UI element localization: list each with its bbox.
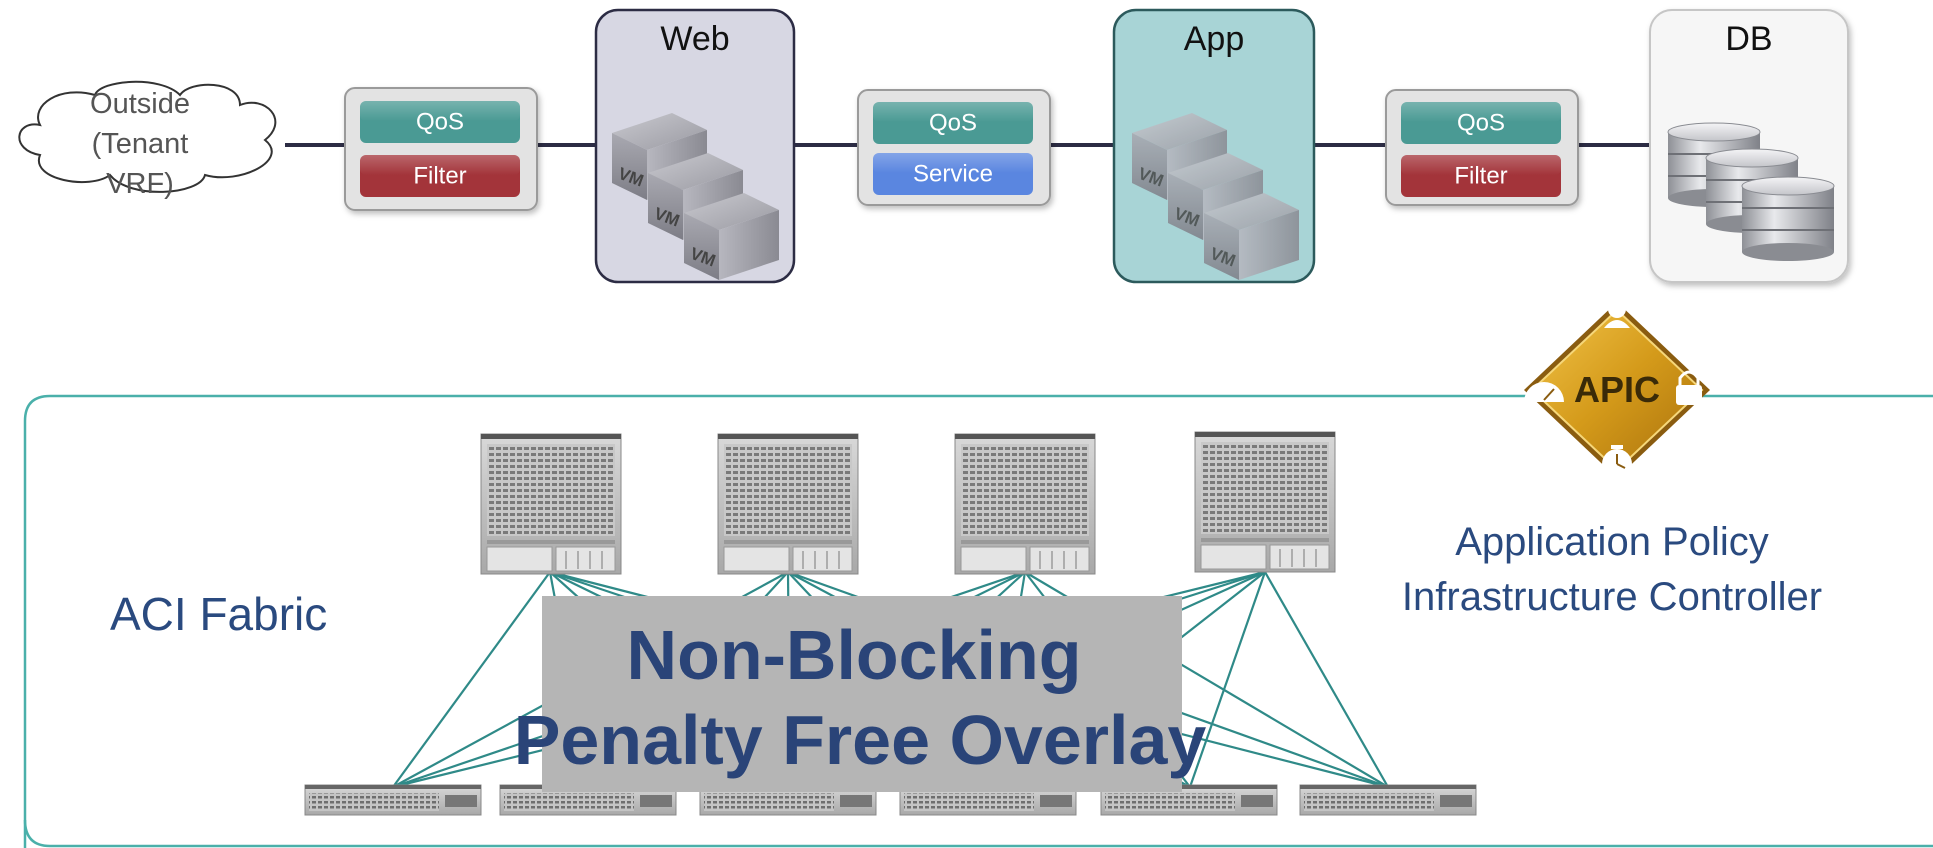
leaf-switch [304,784,482,816]
policy-box-web-ingress: QoS Filter [344,87,538,211]
db-tier: DB [1649,9,1849,283]
spine-switches [480,431,1336,575]
clock-icon [1602,445,1632,479]
web-tier-label: Web [660,20,729,58]
database-icon [1667,122,1835,261]
vm-stack-app: VM VM VM [1132,113,1299,280]
leaf-switch [1299,784,1477,816]
aci-fabric-label: ACI Fabric [110,588,327,640]
apic-label: APIC [1574,369,1660,410]
spine-switch [480,433,622,575]
policy-box-db-ingress: QoS Filter [1385,89,1579,206]
filter-label: Filter [1454,163,1507,190]
apic-badge: APIC [1524,300,1710,479]
outside-cloud: Outside (Tenant VRF) [18,80,277,200]
apic-description-line-2: Infrastructure Controller [1402,575,1822,619]
vm-stack-web: VM VM VM [612,113,779,280]
service-label: Service [913,161,993,188]
qos-label: QoS [929,110,977,137]
overlay-title-line-1: Non-Blocking [627,616,1082,694]
db-tier-label: DB [1725,20,1772,58]
web-tier: Web VM VM VM [594,8,796,284]
outside-label-line-1: Outside [90,88,190,120]
fabric-border [23,394,1933,848]
app-tier: App VM VM VM [1112,8,1316,284]
overlay-title-line-2: Penalty Free Overlay [514,701,1207,779]
user-icon [1604,300,1630,328]
qos-label: QoS [416,109,464,136]
outside-label-line-2: (Tenant [92,128,189,160]
qos-label: QoS [1457,110,1505,137]
aci-fabric: Non-Blocking Penalty Free Overlay ACI Fa… [23,300,1933,848]
apic-description-line-1: Application Policy [1455,520,1769,564]
outside-label-line-3: VRF) [106,168,174,200]
gauge-icon [1524,382,1564,402]
policy-box-app-ingress: QoS Service [857,89,1051,206]
spine-switch [717,433,859,575]
lock-icon [1676,370,1702,405]
app-tier-label: App [1184,20,1245,58]
spine-switch [954,433,1096,575]
filter-label: Filter [413,163,466,190]
policy-chain: Outside (Tenant VRF) QoS Filter Web V [18,8,1849,284]
overlay-box: Non-Blocking Penalty Free Overlay [514,596,1207,792]
spine-switch [1194,431,1336,573]
